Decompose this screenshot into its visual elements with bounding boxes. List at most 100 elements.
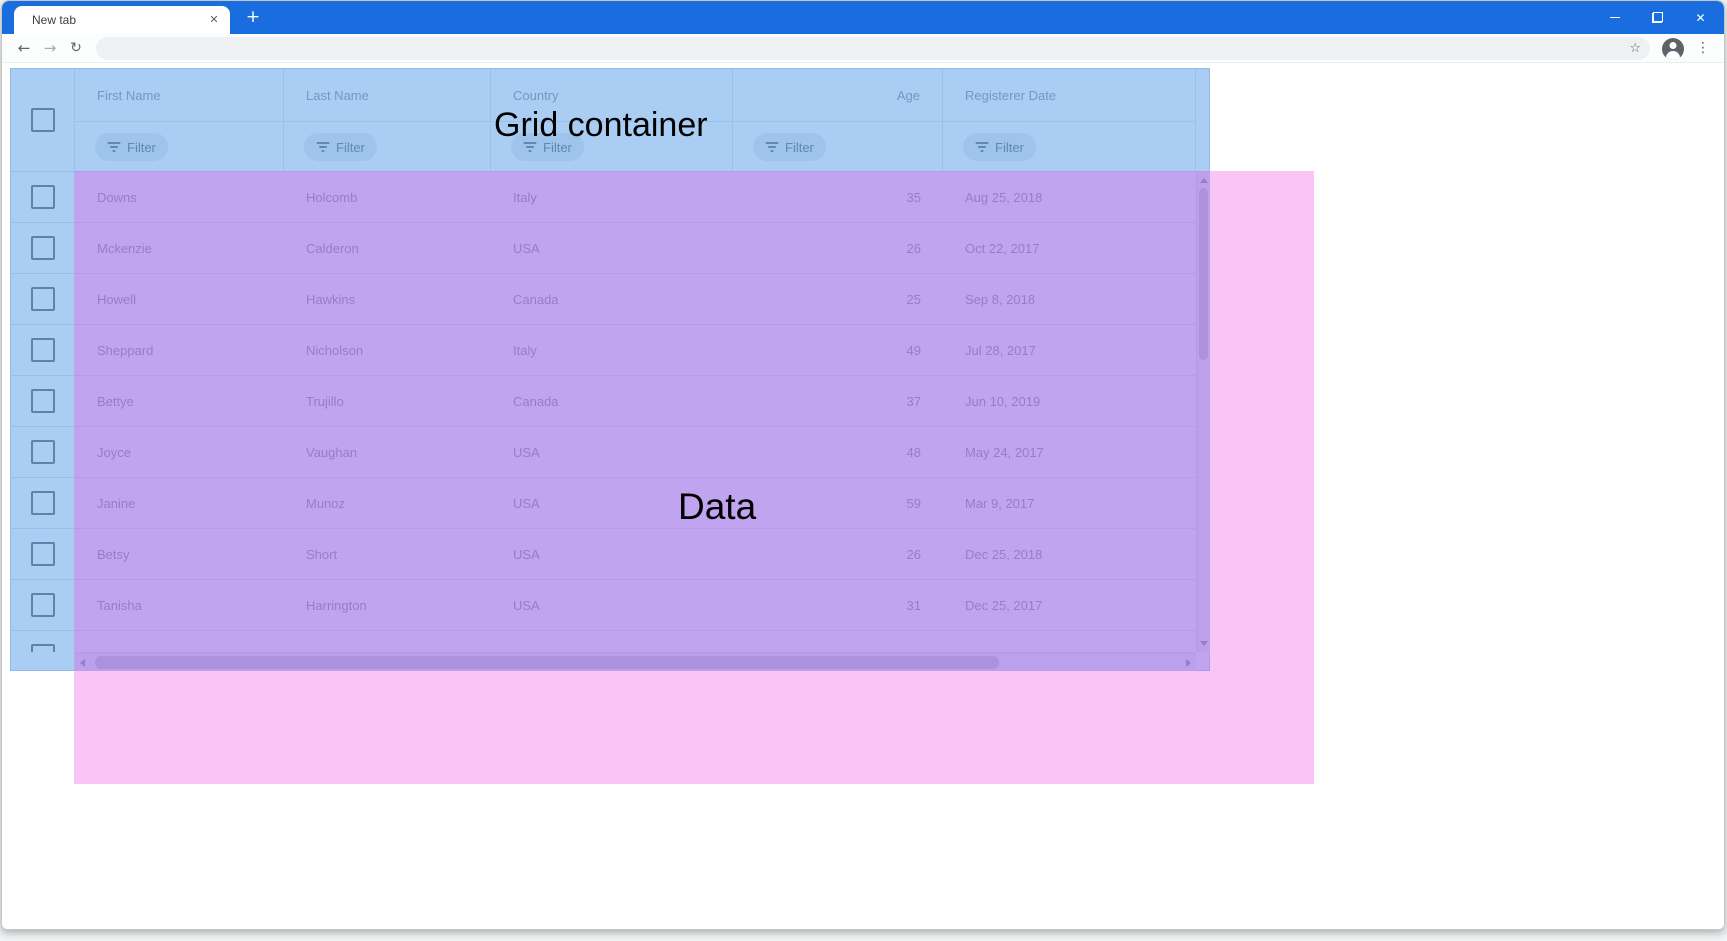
address-bar[interactable]: ☆ — [96, 37, 1650, 60]
filter-button-last-name[interactable]: Filter — [304, 133, 377, 161]
cell-last-name: Short — [306, 547, 338, 562]
row-checkbox[interactable] — [31, 236, 55, 260]
cell-country: Canada — [513, 394, 559, 409]
grid-body: Downs Holcomb Italy 35 Aug 25, 2018 Mcke… — [11, 172, 1196, 652]
table-row[interactable]: Joyce Vaughan USA 48 May 24, 2017 — [11, 427, 1196, 478]
tab-close-icon[interactable]: ✕ — [209, 13, 219, 26]
cell-last-name: Holcomb — [306, 190, 358, 205]
close-icon: ✕ — [1695, 10, 1706, 25]
table-row[interactable]: Downs Holcomb Italy 35 Aug 25, 2018 — [11, 172, 1196, 223]
cell-country: USA — [513, 241, 540, 256]
scroll-right-arrow-icon[interactable] — [1186, 659, 1191, 667]
header-cell-last-name[interactable]: Last Name Filter — [284, 69, 491, 172]
row-checkbox[interactable] — [31, 644, 55, 652]
cell-last-name: Nicholson — [306, 343, 364, 358]
table-row[interactable]: Betsy Short USA 26 Dec 25, 2018 — [11, 529, 1196, 580]
horizontal-scrollbar[interactable] — [75, 652, 1196, 671]
header-cell-country[interactable]: Country Filter — [491, 69, 733, 172]
row-checkbox[interactable] — [31, 185, 55, 209]
reload-button[interactable]: ↻ — [70, 40, 82, 56]
cell-country: Italy — [513, 190, 537, 205]
back-button[interactable]: ← — [17, 39, 31, 57]
filter-button-label: Filter — [543, 139, 572, 155]
table-row[interactable]: Sheppard Nicholson Italy 49 Jul 28, 2017 — [11, 325, 1196, 376]
table-row[interactable]: Tanisha Harrington USA 31 Dec 25, 2017 — [11, 580, 1196, 631]
cell-country: USA — [513, 547, 540, 562]
tab-new-tab[interactable]: New tab ✕ — [14, 6, 230, 34]
table-row[interactable]: Bettye Trujillo Canada 37 Jun 10, 2019 — [11, 376, 1196, 427]
tab-title: New tab — [32, 13, 77, 27]
header-cell-registerer-date[interactable]: Registerer Date Filter — [943, 69, 1196, 172]
cell-last-name: Munoz — [306, 496, 346, 511]
scroll-up-arrow-icon[interactable] — [1200, 178, 1208, 183]
column-title: First Name — [75, 69, 283, 122]
scroll-down-arrow-icon[interactable] — [1200, 641, 1208, 646]
forward-button[interactable]: → — [43, 39, 57, 57]
cell-country: USA — [513, 598, 540, 613]
new-tab-button[interactable]: + — [245, 7, 261, 27]
cell-country: USA — [513, 445, 540, 460]
filter-button-age[interactable]: Filter — [753, 133, 826, 161]
cell-registerer-date: Oct 22, 2017 — [965, 241, 1040, 256]
cell-age: 59 — [906, 496, 921, 511]
cell-first-name: Tanisha — [97, 598, 142, 613]
row-checkbox[interactable] — [31, 593, 55, 617]
table-row-partial[interactable] — [11, 631, 1196, 652]
cell-country: Canada — [513, 292, 559, 307]
cell-last-name: Harrington — [306, 598, 367, 613]
cell-last-name: Calderon — [306, 241, 359, 256]
vertical-scrollbar[interactable] — [1196, 172, 1210, 652]
cell-age: 26 — [906, 547, 921, 562]
window-minimize-button[interactable] — [1593, 1, 1636, 34]
cell-registerer-date: Jul 28, 2017 — [965, 343, 1036, 358]
cell-first-name: Sheppard — [97, 343, 154, 358]
row-checkbox[interactable] — [31, 338, 55, 362]
row-checkbox[interactable] — [31, 542, 55, 566]
cell-first-name: Janine — [97, 496, 136, 511]
row-checkbox[interactable] — [31, 440, 55, 464]
filter-button-first-name[interactable]: Filter — [95, 133, 168, 161]
scroll-left-arrow-icon[interactable] — [80, 659, 85, 667]
cell-first-name: Mckenzie — [97, 241, 152, 256]
bookmark-star-icon[interactable]: ☆ — [1629, 41, 1641, 56]
vertical-scrollbar-thumb[interactable] — [1199, 188, 1208, 360]
header-scrollbar-gutter — [1196, 69, 1209, 172]
filter-button-registerer-date[interactable]: Filter — [963, 133, 1036, 161]
filter-icon — [316, 142, 330, 152]
row-checkbox[interactable] — [31, 389, 55, 413]
cell-registerer-date: Aug 25, 2018 — [965, 190, 1043, 205]
cell-registerer-date: Dec 25, 2017 — [965, 598, 1043, 613]
filter-button-country[interactable]: Filter — [511, 133, 584, 161]
navigation-bar: ← → ↻ ☆ ⋮ — [2, 34, 1724, 63]
cell-country: USA — [513, 496, 540, 511]
row-checkbox[interactable] — [31, 287, 55, 311]
cell-registerer-date: May 24, 2017 — [965, 445, 1044, 460]
data-label: Data — [678, 486, 757, 527]
window-restore-button[interactable] — [1636, 1, 1679, 34]
horizontal-scrollbar-thumb[interactable] — [95, 656, 999, 669]
filter-icon — [523, 142, 537, 152]
table-row[interactable]: Janine Munoz USA 59 Mar 9, 2017 — [11, 478, 1196, 529]
cell-age: 37 — [906, 394, 921, 409]
table-row[interactable]: Howell Hawkins Canada 25 Sep 8, 2018 — [11, 274, 1196, 325]
header-cell-first-name[interactable]: First Name Filter — [75, 69, 284, 172]
header-cell-age[interactable]: Age Filter — [733, 69, 943, 172]
cell-age: 48 — [906, 445, 921, 460]
row-checkbox[interactable] — [31, 491, 55, 515]
table-row[interactable]: Mckenzie Calderon USA 26 Oct 22, 2017 — [11, 223, 1196, 274]
cell-age: 31 — [906, 598, 921, 613]
column-title: Age — [733, 69, 942, 122]
browser-menu-icon[interactable]: ⋮ — [1696, 40, 1710, 56]
cell-last-name: Hawkins — [306, 292, 356, 307]
filter-icon — [975, 142, 989, 152]
cell-registerer-date: Mar 9, 2017 — [965, 496, 1035, 511]
cell-last-name: Trujillo — [306, 394, 344, 409]
select-all-checkbox[interactable] — [31, 108, 55, 132]
filter-button-label: Filter — [785, 139, 814, 155]
cell-first-name: Downs — [97, 190, 137, 205]
profile-avatar[interactable] — [1662, 38, 1684, 60]
grid-header: First Name Filter Last Name Filter Count… — [11, 69, 1209, 172]
minimize-icon — [1609, 17, 1620, 18]
window-close-button[interactable]: ✕ — [1679, 1, 1722, 34]
